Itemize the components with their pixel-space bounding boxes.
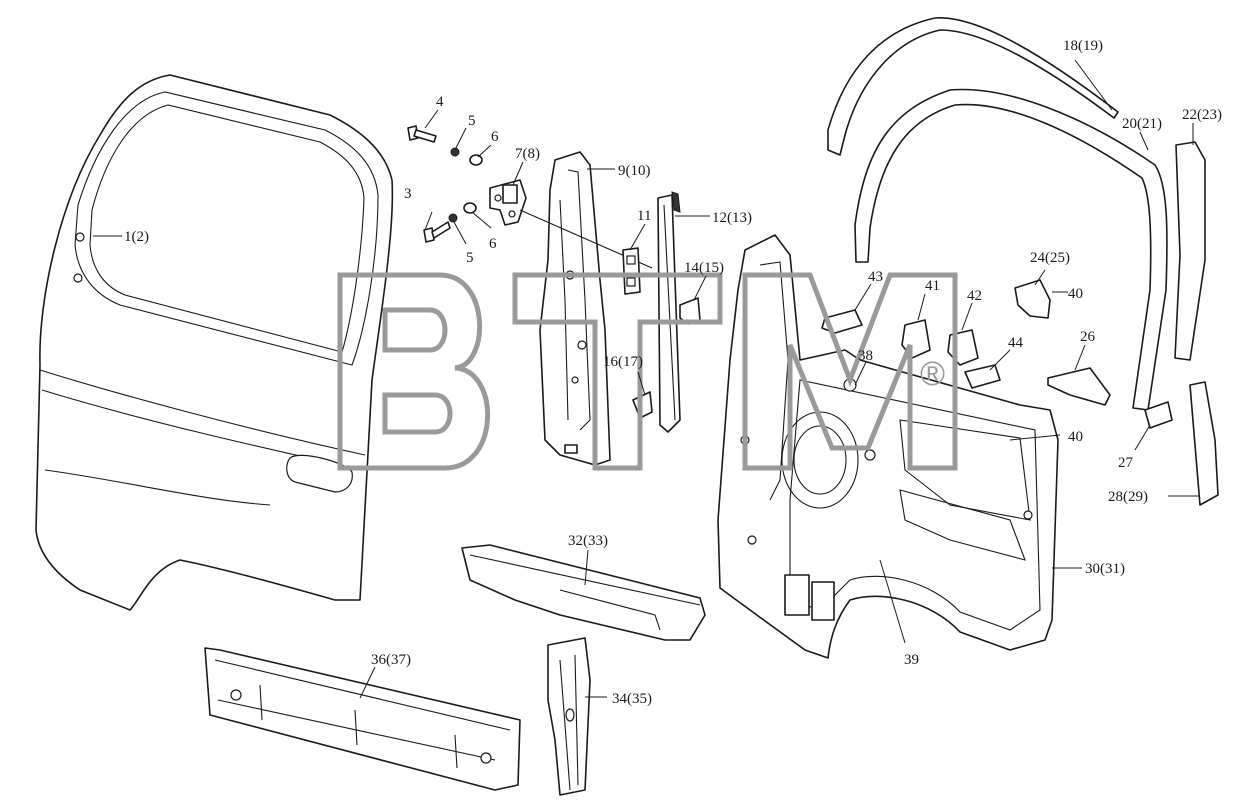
callout-40-lower: 40 — [1068, 429, 1083, 445]
callout-36: 36(37) — [371, 652, 411, 668]
watermark-logo: ® — [337, 272, 958, 471]
callout-26: 26 — [1080, 329, 1096, 345]
callout-4: 4 — [436, 94, 444, 110]
cross-member — [461, 544, 706, 641]
callout-14: 14(15) — [684, 260, 724, 276]
callout-41: 41 — [925, 278, 940, 294]
callout-30: 30(31) — [1085, 561, 1125, 577]
callout-6-upper: 6 — [491, 129, 499, 145]
callout-24: 24(25) — [1030, 250, 1070, 266]
callout-11: 11 — [637, 208, 651, 224]
callout-5-lower: 5 — [466, 250, 474, 266]
registered-mark: ® — [920, 355, 945, 393]
inner-door-panel — [717, 234, 1059, 659]
right-side-brackets — [1014, 279, 1219, 506]
callout-3: 3 — [404, 186, 412, 202]
channel-strip — [657, 191, 681, 433]
callout-5-upper: 5 — [468, 113, 476, 129]
callout-18: 18(19) — [1063, 38, 1103, 54]
callout-39: 39 — [904, 652, 919, 668]
vertical-reinforcement — [547, 637, 591, 796]
outer-door-panel — [35, 74, 394, 611]
lower-beam — [204, 647, 521, 791]
callout-9: 9(10) — [618, 163, 651, 179]
callout-43: 43 — [868, 269, 883, 285]
callout-16: 16(17) — [603, 354, 643, 370]
callout-labels: 1(2) 3 4 5 5 6 6 7(8) 9(10) 11 12(13) 14… — [124, 38, 1222, 707]
callout-22: 22(23) — [1182, 107, 1222, 123]
leader-lines — [93, 59, 1200, 699]
callout-32: 32(33) — [568, 533, 608, 549]
callout-20: 20(21) — [1122, 116, 1162, 132]
callout-6-lower: 6 — [489, 236, 497, 252]
window-frame-seals — [827, 17, 1206, 411]
fasteners-and-hinge — [407, 125, 527, 243]
hinge-pillar-reinforcement — [519, 151, 653, 466]
callout-40-upper: 40 — [1068, 286, 1083, 302]
callout-7: 7(8) — [515, 146, 540, 162]
callout-12: 12(13) — [712, 210, 752, 226]
callout-38: 38 — [858, 348, 873, 364]
callout-34: 34(35) — [612, 691, 652, 707]
callout-1: 1(2) — [124, 229, 149, 245]
callout-28: 28(29) — [1108, 489, 1148, 505]
bracket-11 — [622, 247, 641, 295]
callout-44: 44 — [1008, 335, 1024, 351]
callout-42: 42 — [967, 288, 982, 304]
callout-27: 27 — [1118, 455, 1134, 471]
